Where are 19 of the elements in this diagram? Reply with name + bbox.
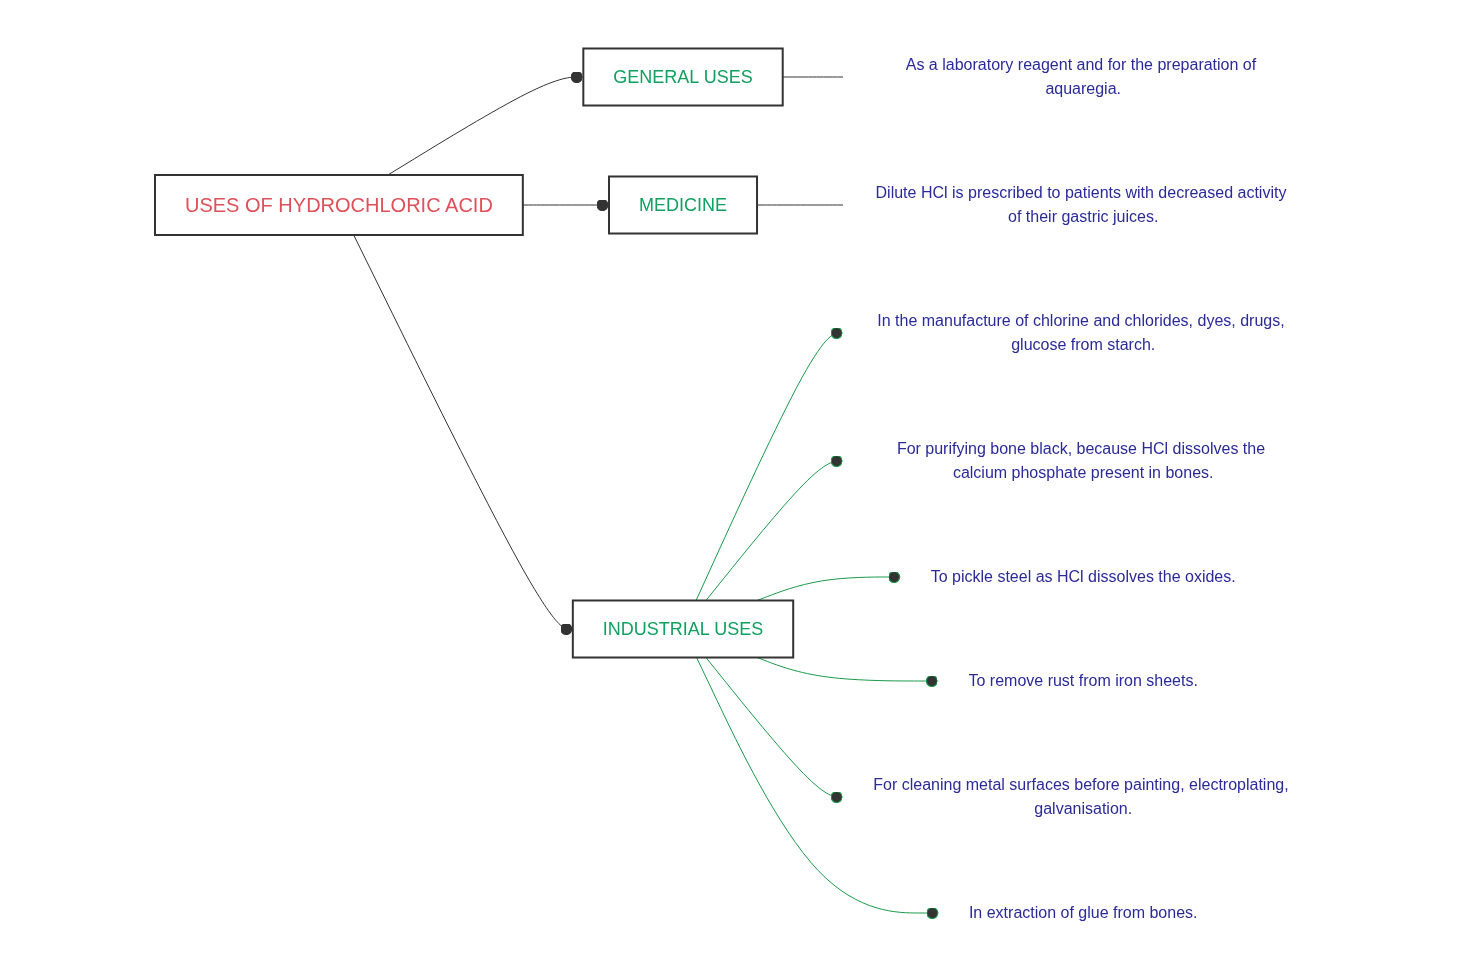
node-text: To pickle steel as HCl dissolves the oxides. <box>930 567 1236 585</box>
node-text: For cleaning metal surfaces before painting, electroplating, galvanisation. <box>873 775 1289 817</box>
connector <box>695 326 844 601</box>
connector <box>387 70 584 175</box>
connector <box>756 204 844 205</box>
node-text: In the manufacture of chlorine and chlorides, dyes, drugs, glucose from starch. <box>877 311 1285 353</box>
connector <box>705 454 844 601</box>
node-box: INDUSTRIAL USES <box>571 599 795 658</box>
node-text: As a laboratory reagent and for the preparation of aquaregia. <box>905 55 1257 97</box>
node-box: GENERAL USES <box>582 47 784 106</box>
node-text: For purifying bone black, because HCl dissolves the calcium phosphate present in bones. <box>896 439 1265 481</box>
node-box: USES OF HYDROCHLORIC ACID <box>153 173 524 236</box>
node-box: MEDICINE <box>607 175 758 234</box>
connector <box>695 656 940 919</box>
node-text: To remove rust from iron sheets. <box>968 671 1198 689</box>
node-text: Dilute HCl is prescribed to patients with decreased activity of their gastric juices. <box>875 183 1287 225</box>
node-text: In extraction of glue from bones. <box>968 903 1198 921</box>
connector <box>705 656 844 803</box>
connector <box>782 76 844 77</box>
